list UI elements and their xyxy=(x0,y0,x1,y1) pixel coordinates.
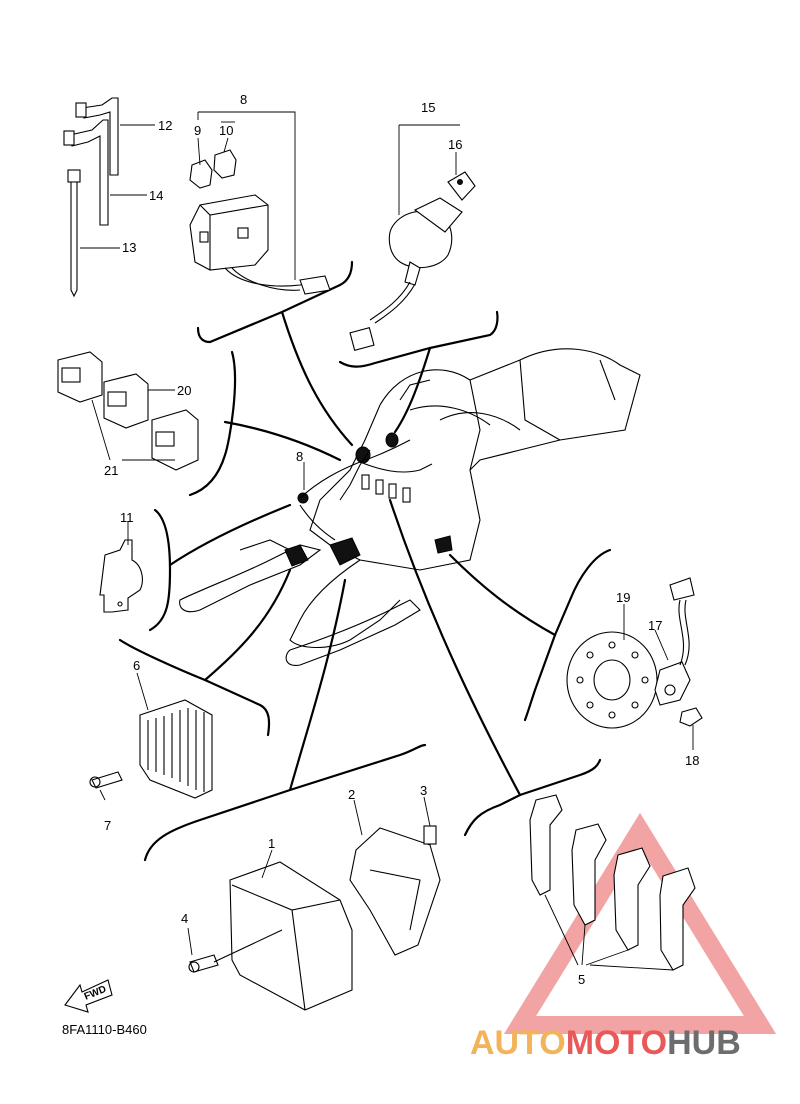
callout-8-center: 8 xyxy=(296,449,303,464)
callout-labels: 1 2 3 4 5 6 7 8 8 9 10 11 12 13 14 15 16… xyxy=(104,92,699,987)
callout-14: 14 xyxy=(149,188,163,203)
harness-connectors xyxy=(284,432,453,567)
svg-text:AUTOMOTOHUB: AUTOMOTOHUB xyxy=(470,1024,741,1062)
watermark-text: AUTOMOTOHUB xyxy=(470,1024,741,1062)
part-20-21-relays xyxy=(57,351,199,471)
part-12-14-13-clamps xyxy=(63,97,119,298)
callout-2: 2 xyxy=(348,787,355,802)
part-15-main-switch xyxy=(349,171,476,351)
callout-4: 4 xyxy=(181,911,188,926)
part-5-ignition-coils xyxy=(529,794,696,971)
callout-leaders xyxy=(80,111,694,956)
watermark-moto: MOTO xyxy=(566,1024,667,1062)
callout-10: 10 xyxy=(219,123,233,138)
part-8-fuse-box xyxy=(189,149,331,295)
callout-3: 3 xyxy=(420,783,427,798)
callout-6: 6 xyxy=(133,658,140,673)
callout-19: 19 xyxy=(616,590,630,605)
callout-17: 17 xyxy=(648,618,662,633)
part-1-ecu-2-bracket xyxy=(188,825,441,1011)
group-brackets xyxy=(118,260,612,862)
snowmobile-chassis xyxy=(179,348,641,667)
callout-21: 21 xyxy=(104,463,118,478)
callout-12: 12 xyxy=(158,118,172,133)
callout-7: 7 xyxy=(104,818,111,833)
callout-20: 20 xyxy=(177,383,191,398)
diagram-code: 8FA1110-B460 xyxy=(62,1022,147,1037)
callout-15: 15 xyxy=(421,100,435,115)
part-6-rectifier-regulator xyxy=(89,699,213,799)
callout-16: 16 xyxy=(448,137,462,152)
callout-18: 18 xyxy=(685,753,699,768)
callout-11: 11 xyxy=(120,510,134,525)
callout-9: 9 xyxy=(194,123,201,138)
part-19-rotor-17-sensor xyxy=(566,577,703,729)
callout-8-top: 8 xyxy=(240,92,247,107)
callout-5: 5 xyxy=(578,972,585,987)
fwd-arrow-icon: FWD xyxy=(64,979,113,1013)
watermark-auto: AUTO xyxy=(470,1024,566,1062)
part-11-bracket xyxy=(99,539,143,613)
watermark-triangle xyxy=(503,812,777,1034)
callout-13: 13 xyxy=(122,240,136,255)
watermark-hub: HUB xyxy=(667,1024,741,1062)
callout-1: 1 xyxy=(268,836,275,851)
